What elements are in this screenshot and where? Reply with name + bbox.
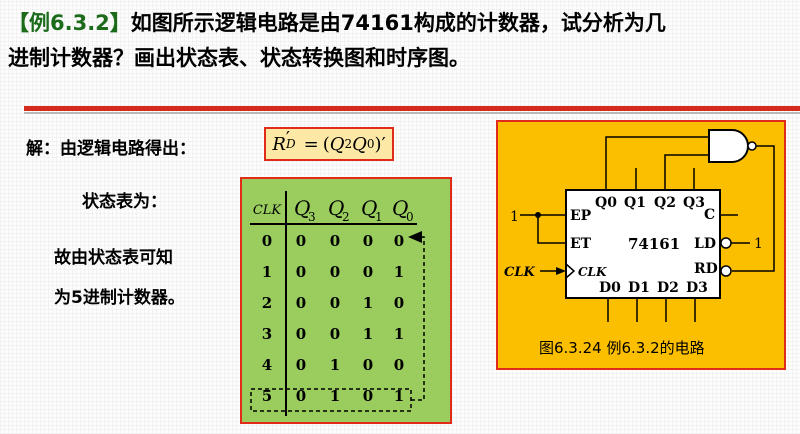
clk-arrow: [556, 267, 566, 275]
table-cell-q: 1: [363, 325, 373, 343]
table-cell-q: 0: [296, 356, 306, 374]
pin-clk: CLK: [578, 265, 607, 279]
slide-title: 【例6.3.2】如图所示逻辑电路是由74161构成的计数器，试分析为几 进制计数…: [8, 6, 792, 76]
table-cell-clk: 2: [262, 294, 272, 312]
pin-d1: D1: [628, 280, 650, 296]
table-cell-clk: 4: [262, 356, 272, 374]
header-q0: Q: [392, 196, 408, 220]
title-line1: 如图所示逻辑电路是由74161构成的计数器，试分析为几: [130, 11, 666, 35]
table-cell-q: 0: [363, 356, 373, 374]
formula-eq: =: [303, 133, 319, 155]
pin-q0: Q0: [595, 195, 617, 211]
header-q1-sub: 1: [375, 210, 383, 224]
table-cell-clk: 1: [262, 263, 272, 281]
and-gate: [708, 129, 749, 163]
pin-d2: D2: [657, 280, 679, 296]
table-cell-clk: 0: [262, 232, 272, 250]
clock-triangle: [565, 263, 576, 279]
state-table-label: 状态表为：: [82, 192, 167, 212]
formula-close: )′: [374, 133, 386, 155]
title-divider: [24, 106, 800, 111]
conclusion-line1: 故由状态表可知: [54, 248, 173, 268]
pin-q3: Q3: [683, 195, 705, 211]
header-q3: Q: [294, 196, 310, 220]
table-cell-q: 0: [330, 294, 340, 312]
table-cell-q: 0: [394, 232, 404, 250]
ld-bubble: [720, 237, 732, 249]
table-cell-q: 0: [363, 387, 373, 405]
pin-rd: RD: [694, 261, 718, 277]
pin-ep: EP: [570, 208, 592, 224]
formula-lhs-sub: D: [285, 137, 296, 151]
pin-q1: Q1: [624, 195, 646, 211]
table-cell-q: 0: [330, 232, 340, 250]
table-cell-q: 1: [330, 356, 340, 374]
table-cell-q: 1: [394, 387, 404, 405]
title-line2: 进制计数器？画出状态表、状态转换图和时序图。: [8, 46, 470, 70]
table-cell-q: 0: [363, 232, 373, 250]
pin-q2: Q2: [654, 195, 676, 211]
table-cell-q: 0: [394, 356, 404, 374]
pin-d3: D3: [686, 280, 708, 296]
table-cell-q: 1: [363, 294, 373, 312]
table-cell-q: 0: [330, 263, 340, 281]
wire-q0-gate: [605, 136, 709, 190]
header-q0-sub: 0: [406, 210, 414, 224]
chip-label: 74161: [628, 235, 680, 253]
table-cell-q: 1: [330, 387, 340, 405]
table-cell-q: 0: [296, 387, 306, 405]
formula-q2: Q: [329, 133, 345, 155]
clk-input-label: CLK: [504, 265, 535, 280]
and-gate-bubble: [747, 141, 757, 151]
formula-lhs-prime: ′: [285, 127, 290, 149]
table-cell-clk: 5: [262, 387, 272, 405]
state-table-body: 0 0 0 0 0 1 0 0 0 1 2 0 0 1 0 3 0 0 1 1 4 0 1 0 0 5 0 1 0 1: [262, 232, 404, 405]
header-q3-sub: 3: [308, 210, 316, 224]
formula-q0: Q: [352, 133, 367, 155]
circuit-caption: 图6.3.24 例6.3.2的电路: [539, 339, 705, 357]
table-cell-q: 0: [296, 232, 306, 250]
ep-input-one: 1: [510, 209, 519, 225]
pin-et: ET: [570, 236, 592, 252]
wire-gate-rd: [732, 145, 775, 272]
header-clk: CLK: [253, 203, 283, 218]
rd-bubble: [720, 265, 732, 277]
wire-q2-gate: [664, 154, 709, 190]
chip-74161: [565, 189, 721, 299]
table-cell-q: 0: [394, 294, 404, 312]
header-q1: Q: [361, 196, 377, 220]
circuit-svg: 74161 Q0 Q1 Q2 Q3 D0 D1 D2 D3 EP ET CLK …: [504, 129, 775, 357]
header-q2-sub: 2: [342, 210, 350, 224]
table-cell-q: 0: [296, 294, 306, 312]
table-cell-q: 0: [296, 325, 306, 343]
table-cell-clk: 3: [262, 325, 272, 343]
table-cell-q: 1: [394, 263, 404, 281]
wire-et: [537, 215, 566, 244]
ld-input-one: 1: [754, 236, 763, 252]
formula-q2-sub: 2: [344, 137, 353, 151]
header-q2: Q: [328, 196, 344, 220]
formula-open: (: [322, 133, 330, 155]
table-cell-q: 0: [363, 263, 373, 281]
pin-c: C: [704, 207, 715, 223]
circuit-diagram: 74161 Q0 Q1 Q2 Q3 D0 D1 D2 D3 EP ET CLK …: [496, 120, 786, 370]
table-cell-q: 0: [296, 263, 306, 281]
pin-ld: LD: [694, 236, 716, 252]
example-tag: 【例6.3.2】: [8, 11, 131, 35]
pin-d0: D0: [599, 280, 621, 296]
table-cell-q: 0: [330, 325, 340, 343]
return-arrow-head: [408, 231, 422, 243]
table-cell-q: 1: [394, 325, 404, 343]
return-arrow-path: [411, 236, 425, 401]
conclusion-line2: 为5进制计数器。: [54, 288, 185, 308]
title-divider-shadow: [24, 112, 800, 114]
formula-q0-sub: 0: [366, 137, 375, 151]
solution-label: 解：由逻辑电路得出：: [26, 139, 196, 159]
formula-lhs: R: [272, 133, 286, 155]
